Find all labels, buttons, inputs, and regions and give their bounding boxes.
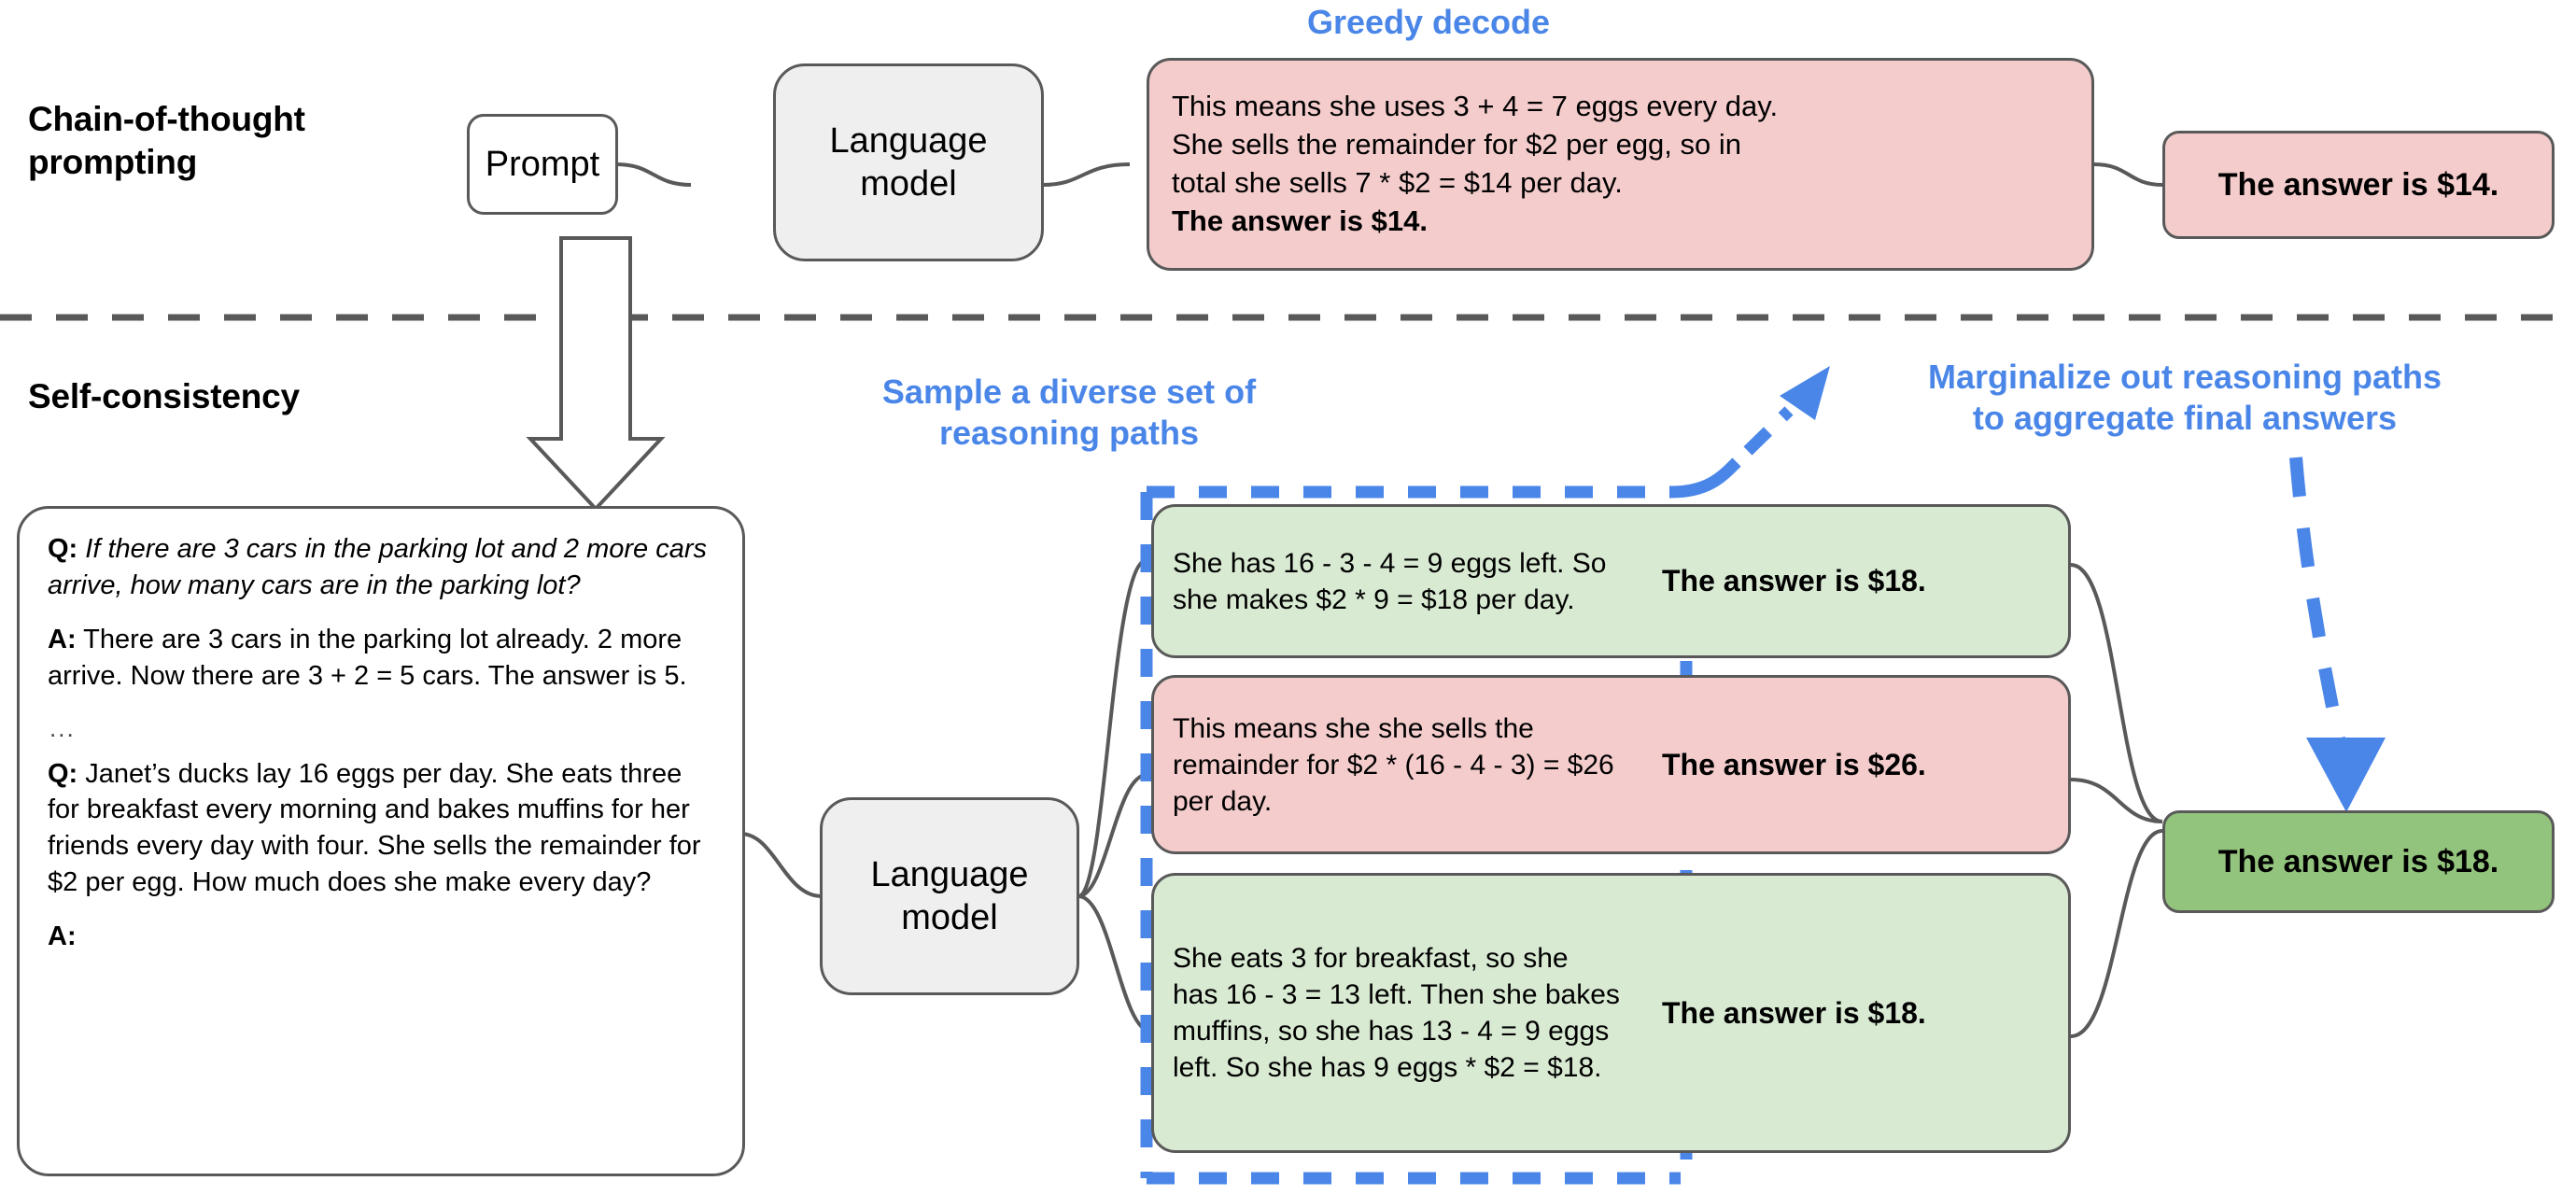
annotation-greedy-decode: Greedy decode — [1306, 3, 1551, 41]
q1-text: If there are 3 cars in the parking lot a… — [48, 534, 708, 600]
cot-output-box: This means she uses 3 + 4 = 7 eggs every… — [1147, 58, 2094, 271]
bracket-arrow — [1670, 406, 1794, 499]
reasoning-path-row-1: She has 16 - 3 - 4 = 9 eggs left. So she… — [1151, 504, 2071, 658]
section-label-chain-of-thought: Chain-of-thought prompting — [28, 100, 305, 182]
reasoning-path-text-3: She eats 3 for breakfast, so she has 16 … — [1173, 943, 1620, 1083]
aggregated-final-answer-label: The answer is $18. — [2217, 843, 2499, 879]
a2-tag: A: — [48, 921, 77, 952]
prompt-qa-4: A: — [48, 919, 714, 955]
cot-output-answer: The answer is $14. — [1172, 204, 1428, 237]
q2-text: Janet’s ducks lay 16 eggs per day. She e… — [48, 758, 701, 897]
a1-tag: A: — [48, 625, 77, 655]
marginalize-arrow — [2289, 457, 2350, 763]
cot-output-line-3: total she sells 7 * $2 = $14 per day. — [1172, 166, 1623, 199]
prompt-qa-1: Q: If there are 3 cars in the parking lo… — [48, 531, 714, 603]
prompt-ellipsis: ... — [49, 714, 76, 743]
few-shot-prompt-box[interactable]: Q: If there are 3 cars in the parking lo… — [17, 506, 745, 1176]
q2-tag: Q: — [48, 758, 78, 789]
cot-output-line-2: She sells the remainder for $2 per egg, … — [1172, 128, 1742, 162]
a1-text: There are 3 cars in the parking lot alre… — [48, 625, 687, 691]
aggregated-final-answer-box: The answer is $18. — [2162, 810, 2555, 913]
prompt-qa-2: A: There are 3 cars in the parking lot a… — [48, 622, 714, 694]
cot-final-answer-box: The answer is $14. — [2162, 131, 2555, 239]
cot-output-line-1: This means she uses 3 + 4 = 7 eggs every… — [1172, 90, 1779, 123]
reasoning-path-text-2: This means she she sells the remainder f… — [1173, 712, 1614, 817]
language-model-label-bottom: Language model — [870, 854, 1029, 937]
reasoning-path-answer-1: The answer is $18. — [1662, 564, 1926, 598]
reasoning-path-row-2: This means she she sells the remainder f… — [1151, 675, 2071, 854]
cot-final-answer-label: The answer is $14. — [2217, 166, 2499, 203]
language-model-box-top[interactable]: Language model — [773, 63, 1044, 261]
language-model-box-bottom[interactable]: Language model — [820, 797, 1079, 995]
annotation-marginalize: Marginalize out reasoning paths to aggre… — [1927, 358, 2442, 437]
prompt-label: Prompt — [485, 144, 600, 184]
reasoning-path-row-3: She eats 3 for breakfast, so she has 16 … — [1151, 873, 2071, 1153]
language-model-label-top: Language model — [829, 120, 988, 204]
prompt-box[interactable]: Prompt — [467, 114, 618, 215]
section-label-self-consistency: Self-consistency — [28, 377, 300, 415]
annotation-sample-paths: Sample a diverse set of reasoning paths — [881, 373, 1257, 452]
marginalize-arrowhead — [2306, 738, 2386, 812]
reasoning-path-text-1: She has 16 - 3 - 4 = 9 eggs left. So she… — [1173, 547, 1607, 615]
reasoning-path-answer-2: The answer is $26. — [1662, 747, 1926, 781]
reasoning-path-answer-3: The answer is $18. — [1662, 995, 1926, 1030]
prompt-qa-3: Q: Janet’s ducks lay 16 eggs per day. Sh… — [48, 756, 714, 900]
q1-tag: Q: — [48, 534, 78, 564]
big-down-arrow — [526, 236, 666, 512]
